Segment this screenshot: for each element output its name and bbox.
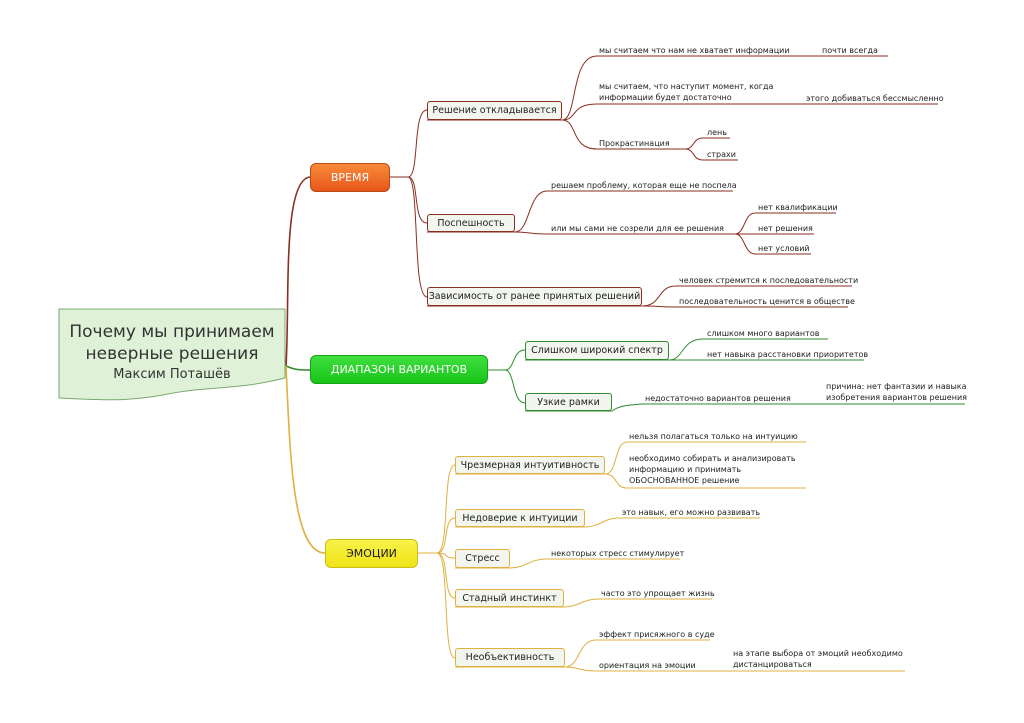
leaf-moment-line1: мы считаем, что наступит момент, когда [599,82,774,91]
branch-emotions-label: ЭМОЦИИ [346,547,397,560]
topic-dependency[interactable]: Зависимость от ранее принятых решений [427,287,642,306]
topic-distrust[interactable]: Недоверие к интуиции [455,509,585,527]
topic-dependency-label: Зависимость от ранее принятых решений [428,291,641,302]
root-topic[interactable]: Почему мы принимаем неверные решения Мак… [58,308,286,406]
topic-haste[interactable]: Поспешность [427,214,515,232]
leaf-moment[interactable]: мы считаем, что наступит момент, когда и… [599,81,773,103]
leaf-not-ready[interactable]: или мы сами не созрели для ее решения [551,224,724,233]
leaf-procrastination[interactable]: Прокрастинация [599,139,670,148]
leaf-reason-line1: причина: нет фантазии и навыка [826,382,967,391]
root-shape [58,308,286,401]
leaf-laziness[interactable]: лень [707,128,727,137]
leaf-need-line2: информацию и принимать [629,465,742,474]
root-title-line1: Почему мы принимаем [69,322,275,342]
branch-range[interactable]: ДИАПАЗОН ВАРИАНТОВ [310,355,488,384]
leaf-reason-line2: изобретения вариантов решения [826,393,967,402]
topic-distrust-label: Недоверие к интуиции [462,512,578,524]
topic-too-wide-label: Слишком широкий спектр [531,345,663,356]
connector-root-time [285,176,311,367]
leaf-simplifies[interactable]: часто это упрощает жизнь [601,589,715,598]
root-author: Максим Поташёв [113,367,231,382]
leaf-no-conditions[interactable]: нет условий [758,244,810,253]
branch-emotions[interactable]: ЭМОЦИИ [325,539,418,568]
connector-root-range [285,365,311,371]
topic-herd[interactable]: Стадный инстинкт [455,589,564,607]
leaf-distance-line2: дистанцироваться [733,660,812,669]
leaf-stimulates[interactable]: некоторых стресс стимулирует [551,549,685,558]
leaf-jury[interactable]: эффект присяжного в суде [599,630,715,639]
topic-decision-postponed-label: Решение откладывается [432,105,557,116]
leaf-fears[interactable]: страхи [707,150,736,159]
leaf-solving-unripe[interactable]: решаем проблему, которая еще не поспела [551,181,737,190]
connector-root-emotions [285,365,326,554]
branch-time-label: ВРЕМЯ [330,171,370,184]
leaf-distance-line1: на этапе выбора от эмоций необходимо [733,649,903,658]
leaf-distance[interactable]: на этапе выбора от эмоций необходимо дис… [733,648,903,670]
leaf-no-solution[interactable]: нет решения [758,224,813,233]
leaf-need-line1: необходимо собирать и анализировать [629,454,796,463]
leaf-cannot-rely[interactable]: нельзя полагаться только на интуицию [629,432,798,441]
topic-narrow[interactable]: Узкие рамки [525,393,612,411]
topic-too-wide[interactable]: Слишком широкий спектр [525,341,669,360]
leaf-almost-always[interactable]: почти всегда [822,46,878,55]
leaf-no-priority[interactable]: нет навыка расстановки приоритетов [707,350,869,359]
leaf-reason[interactable]: причина: нет фантазии и навыка изобретен… [826,381,967,403]
leaf-not-enough[interactable]: недостаточно вариантов решения [645,394,791,403]
leaf-moment-line2: информации будет достаточно [599,93,732,102]
leaf-skill[interactable]: это навык, его можно развивать [622,508,761,517]
leaf-lack-info[interactable]: мы считаем что нам не хватает информации [599,46,790,55]
leaf-consistency-valued[interactable]: последовательность ценится в обществе [679,297,855,306]
topic-intuitive[interactable]: Чрезмерная интуитивность [455,456,605,474]
branch-time[interactable]: ВРЕМЯ [310,163,390,192]
topic-decision-postponed[interactable]: Решение откладывается [427,101,562,120]
root-title-line2: неверные решения [85,344,259,364]
leaf-orientation[interactable]: ориентация на эмоции [599,661,696,670]
topic-narrow-label: Узкие рамки [537,396,600,408]
topic-haste-label: Поспешность [437,217,505,229]
topic-stress-label: Стресс [465,553,500,564]
topic-intuitive-label: Чрезмерная интуитивность [460,459,600,471]
leaf-consistency-strive[interactable]: человек стремится к последовательности [679,276,859,285]
topic-herd-label: Стадный инстинкт [462,592,557,604]
topic-bias[interactable]: Необъективность [455,648,565,667]
leaf-too-many[interactable]: слишком много вариантов [707,329,820,338]
root-title: Почему мы принимаем неверные решения [58,321,286,365]
leaf-pointless[interactable]: этого добиваться бессмысленно [806,94,944,103]
leaf-need-line3: ОБОСНОВАННОЕ решение [629,476,740,485]
leaf-need-analyze[interactable]: необходимо собирать и анализировать инфо… [629,453,796,486]
leaf-no-qualification[interactable]: нет квалификации [758,203,838,212]
branch-range-label: ДИАПАЗОН ВАРИАНТОВ [330,363,468,376]
topic-bias-label: Необъективность [465,652,555,663]
topic-stress[interactable]: Стресс [455,549,510,568]
